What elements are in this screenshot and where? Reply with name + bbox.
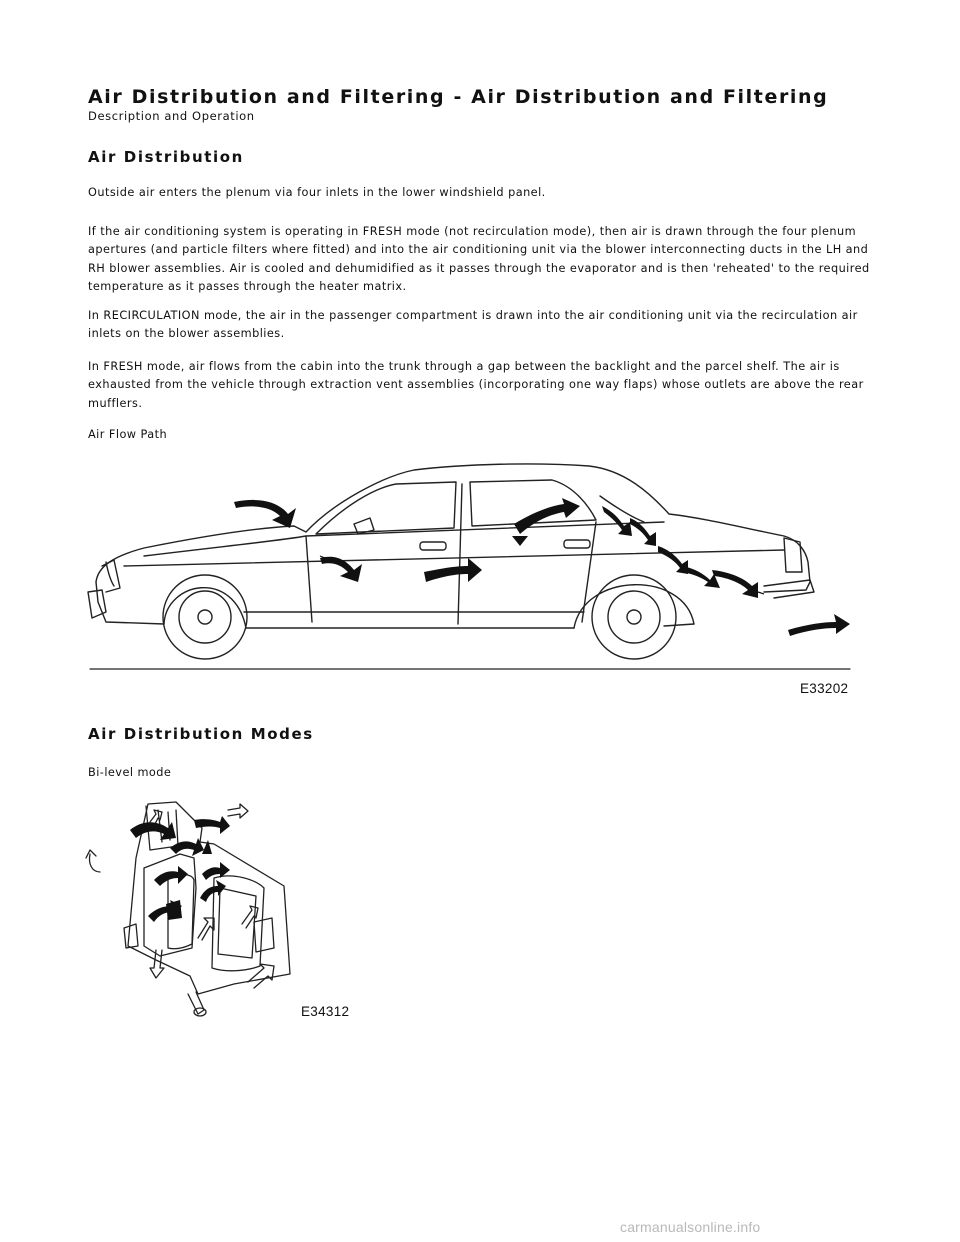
figure-code-e33202: E33202 bbox=[800, 681, 849, 696]
paragraph-trunk-exhaust: In FRESH mode, air flows from the cabin … bbox=[88, 360, 864, 410]
watermark: carmanualsonline.info bbox=[620, 1219, 761, 1235]
figure-caption-air-flow-path: Air Flow Path bbox=[88, 428, 168, 441]
air-flow-path-figure bbox=[84, 462, 854, 677]
paragraph-fresh-mode: If the air conditioning system is operat… bbox=[88, 225, 870, 293]
page-subtitle: Description and Operation bbox=[88, 109, 255, 123]
figure-code-e34312: E34312 bbox=[301, 1004, 350, 1019]
car-side-view-illustration bbox=[87, 463, 851, 670]
section-heading-air-distribution: Air Distribution bbox=[88, 148, 244, 166]
section-heading-air-distribution-modes: Air Distribution Modes bbox=[88, 725, 314, 743]
paragraph-recirculation-mode: In RECIRCULATION mode, the air in the pa… bbox=[88, 309, 858, 341]
page-title: Air Distribution and Filtering - Air Dis… bbox=[88, 86, 829, 108]
paragraph-outside-air: Outside air enters the plenum via four i… bbox=[88, 186, 546, 199]
ac-unit-illustration bbox=[85, 801, 291, 1017]
bi-level-mode-figure bbox=[84, 798, 308, 1020]
figure-caption-bi-level-mode: Bi-level mode bbox=[88, 766, 172, 779]
